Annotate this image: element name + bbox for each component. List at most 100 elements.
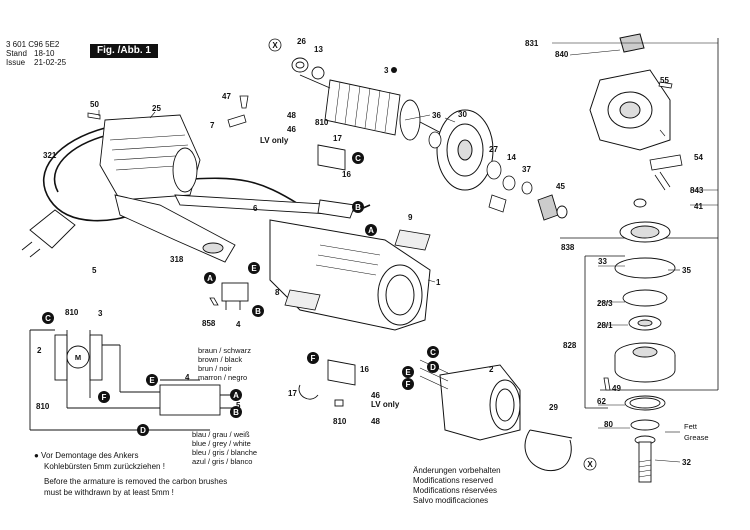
note-left-4: must be withdrawn by at least 5mm !	[44, 488, 174, 497]
marker-B1-text: B	[355, 203, 361, 212]
marker-D2: D	[137, 424, 149, 436]
nut-icon	[556, 205, 568, 219]
label-17a: 17	[333, 134, 342, 143]
ring-80-icon	[630, 419, 660, 431]
note-left-2: Kohlebürsten 5mm zurückziehen !	[44, 462, 165, 471]
screw-49-icon	[603, 377, 611, 391]
label-50: 50	[90, 100, 99, 109]
marker-A2: A	[204, 272, 216, 284]
label-14: 14	[507, 153, 516, 162]
part-number-labels: 831 840 26 13 3 55 50 25 47 7 48 46 LV o…	[36, 37, 709, 467]
label-1: 1	[436, 278, 441, 287]
wire-top-2: brun / noir	[198, 364, 232, 373]
marker-E2-text: E	[149, 376, 155, 385]
marker-A1-text: A	[368, 226, 374, 235]
brush-holder-b-icon	[327, 359, 356, 386]
label-lvonly-b: LV only	[371, 400, 400, 409]
label-5a: 5	[92, 266, 97, 275]
label-62: 62	[597, 397, 606, 406]
wire-top-0: braun / schwarz	[198, 346, 251, 355]
pinion-icon	[537, 194, 559, 221]
note-left-1: ● Vor Demontage des Ankers	[34, 451, 139, 460]
label-w5: 5	[236, 401, 241, 410]
marker-B3-text: B	[233, 408, 239, 417]
wire-bottom-0: blau / grau / weiß	[192, 430, 250, 439]
label-9: 9	[408, 213, 413, 222]
marker-B1: B	[352, 201, 364, 213]
marker-E1: E	[248, 262, 260, 274]
marker-F4: F	[402, 378, 414, 390]
label-318: 318	[170, 255, 184, 264]
plug-icon	[21, 209, 76, 258]
brush-holder-icon	[317, 144, 346, 171]
marker-C2-text: C	[45, 314, 51, 323]
label-6: 6	[253, 204, 258, 213]
label-w2: 2	[37, 346, 42, 355]
fan-icon	[436, 109, 494, 191]
label-831: 831	[525, 39, 539, 48]
label-8: 8	[275, 288, 280, 297]
marker-F2-text: F	[102, 393, 107, 402]
label-843: 843	[690, 186, 704, 195]
issue-label: Issue	[6, 58, 26, 67]
marker-D3-text: D	[430, 363, 436, 372]
label-46b: 46	[371, 391, 380, 400]
label-828: 828	[563, 341, 577, 350]
label-49: 49	[612, 384, 621, 393]
strain-relief-icon	[99, 114, 201, 201]
marker-C3: C	[427, 346, 439, 358]
bearing-flange-icon	[614, 342, 676, 383]
document-code: 3 601 C96 5E2	[6, 40, 60, 49]
label-w810b: 810	[36, 402, 50, 411]
label-45: 45	[556, 182, 565, 191]
marker-A1: A	[365, 224, 377, 236]
washer-icon	[428, 131, 442, 149]
label-3: 3	[384, 66, 389, 75]
ring-62-icon	[624, 395, 666, 411]
marker-C2: C	[42, 312, 54, 324]
armature-icon	[299, 74, 446, 141]
label-w3: 3	[98, 309, 103, 318]
wire-top-1: brown / black	[198, 355, 242, 364]
marker-B2: B	[252, 305, 264, 317]
label-321: 321	[43, 151, 57, 160]
label-16a: 16	[342, 170, 351, 179]
label-810a: 810	[315, 118, 329, 127]
note-right-2: Modifications reserved	[413, 476, 494, 485]
label-4a: 4	[236, 320, 241, 329]
label-35: 35	[682, 266, 691, 275]
label-41: 41	[694, 202, 703, 211]
wire-top-3: marron / negro	[198, 373, 247, 382]
label-55: 55	[660, 76, 669, 85]
label-w810a: 810	[65, 308, 79, 317]
clamp-7-icon	[227, 114, 247, 128]
marker-E1-text: E	[251, 264, 257, 273]
marker-D2-text: D	[140, 426, 146, 435]
switch-rod-icon	[174, 194, 356, 219]
label-13: 13	[314, 45, 323, 54]
wire-bottom-2: bleu / gris / blanche	[192, 448, 257, 457]
label-54: 54	[694, 153, 703, 162]
gear-head-icon	[589, 33, 671, 151]
label-858: 858	[202, 319, 216, 328]
bearing-small-icon	[502, 175, 516, 191]
label-48b: 48	[371, 417, 380, 426]
marker-X1-text: X	[272, 41, 278, 50]
label-36: 36	[432, 111, 441, 120]
marker-F2: F	[98, 391, 110, 403]
marker-X2: X	[583, 457, 597, 471]
marker-E2: E	[146, 374, 158, 386]
marker-F3: F	[307, 352, 319, 364]
label-16b: 16	[360, 365, 369, 374]
wire-bottom-1: blue / grey / white	[192, 439, 251, 448]
label-7: 7	[210, 121, 215, 130]
spindle-icon	[634, 435, 656, 483]
label-lvonly-a: LV only	[260, 136, 289, 145]
clip-icon	[488, 194, 507, 213]
marker-C1: C	[352, 152, 364, 164]
label-17b: 17	[288, 389, 297, 398]
stator-icon	[419, 359, 521, 441]
figure-label: Fig. /Abb. 1	[90, 44, 158, 58]
marker-C3-text: C	[430, 348, 436, 357]
